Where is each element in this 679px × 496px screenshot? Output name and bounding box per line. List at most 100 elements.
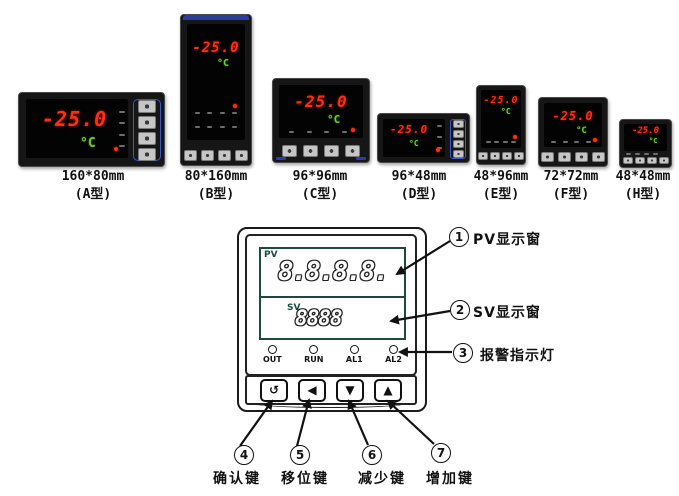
al1-label: AL1 [345, 355, 363, 364]
key-icon [452, 140, 464, 148]
indicator-al2: AL2 [385, 343, 402, 369]
device-b-pv-value: -25.0 [192, 40, 240, 56]
device-type-label: (B型) [197, 187, 235, 202]
alarm-led [513, 135, 517, 139]
callout-5-circle: 5 [290, 445, 310, 465]
key-icon [452, 120, 464, 128]
device-h-label: 48*48mm (H型) [581, 168, 679, 204]
front-panel-diagram: PV 8.8.8.8. SV 8888 OUT RUN AL1 AL2 [237, 227, 427, 412]
device-type-label: (H型) [624, 187, 662, 202]
indicator-run: RUN [304, 343, 324, 369]
device-e-label: 48*96mm (E型) [439, 168, 563, 204]
device-c-display: -25.0 °C [279, 85, 363, 138]
device-a-label: 160*80mm (A型) [31, 168, 155, 204]
device-e-unit: °C [501, 107, 511, 116]
device-e-pv-value: -25.0 [483, 95, 519, 106]
device-type-label: (F型) [552, 187, 590, 202]
device-size-label: 48*48mm [615, 169, 671, 184]
key-icon [490, 152, 500, 160]
device-photo-a: -25.0 °C [18, 92, 165, 167]
callout-2-label: SV显示窗 [473, 305, 541, 321]
callout-6-label: 减少键 [358, 471, 406, 487]
device-f-key-row [541, 152, 605, 162]
key-icon [558, 152, 571, 162]
key-icon [502, 152, 512, 160]
device-c-label: 96*96mm (C型) [258, 168, 382, 204]
alarm-led [351, 128, 355, 132]
indicator-marks [119, 111, 125, 147]
shift-key-icon: ◀ [298, 378, 326, 402]
device-type-label: (A型) [74, 187, 112, 202]
device-d-pv-value: -25.0 [390, 123, 429, 136]
key-icon [541, 152, 554, 162]
key-icon [514, 152, 524, 160]
indicator-marks [195, 126, 237, 128]
sv-digits: 8888 [295, 306, 343, 330]
indicator-marks [486, 141, 516, 143]
device-f-pv-value: -25.0 [552, 109, 594, 123]
device-photo-f: -25.0 °C [538, 97, 608, 167]
pv-digits: 8.8.8.8. [277, 257, 389, 287]
key-icon [646, 157, 657, 164]
alarm-led [233, 104, 237, 108]
indicator-out: OUT [263, 343, 282, 369]
device-d-display: -25.0 °C [383, 119, 445, 157]
callout-7-label: 增加键 [426, 471, 474, 487]
device-size-label: 72*72mm [543, 169, 599, 184]
key-icon [218, 150, 231, 161]
alarm-led [593, 138, 597, 142]
device-h-display: -25.0 °C [624, 124, 667, 151]
al1-led-icon [349, 345, 359, 354]
device-photo-b: -25.0 °C [180, 14, 252, 166]
key-icon [324, 145, 339, 157]
device-type-label: (D型) [400, 187, 438, 202]
callout-3-label: 报警指示灯 [480, 348, 555, 364]
callout-1-label: PV显示窗 [473, 232, 542, 248]
device-a-pv-value: -25.0 [42, 107, 108, 131]
key-icon [478, 152, 488, 160]
key-icon [235, 150, 248, 161]
indicator-marks [195, 112, 237, 114]
device-b-display: -25.0 °C [187, 24, 245, 140]
indicator-marks [437, 125, 442, 149]
device-size-label: 80*160mm [184, 169, 248, 184]
callout-5-label: 移位键 [281, 471, 329, 487]
device-c-key-row [279, 145, 363, 157]
key-icon [138, 147, 156, 161]
device-c-unit: °C [327, 113, 341, 126]
device-e-display: -25.0 °C [481, 90, 521, 148]
al2-led-icon [389, 345, 399, 354]
device-c-pv-value: -25.0 [294, 92, 348, 111]
alarm-led [114, 147, 118, 151]
device-h-key-row [622, 157, 669, 164]
pv-label: PV [264, 250, 278, 260]
device-h-unit: °C [649, 137, 658, 145]
key-icon [345, 145, 360, 157]
callout-4-label: 确认键 [213, 471, 261, 487]
device-size-label: 96*48mm [391, 169, 447, 184]
key-icon [452, 150, 464, 158]
run-label: RUN [304, 355, 324, 364]
callout-4-circle: 4 [234, 445, 254, 465]
device-photo-d: -25.0 °C [377, 113, 470, 163]
key-icon [658, 157, 669, 164]
device-photo-h: -25.0 °C [619, 119, 672, 168]
callout-2-circle: 2 [450, 300, 470, 320]
key-icon [592, 152, 605, 162]
device-h-pv-value: -25.0 [631, 126, 660, 136]
key-icon [622, 157, 633, 164]
indicator-marks [551, 141, 591, 143]
indicator-marks [289, 131, 347, 133]
indicator-al1: AL1 [346, 343, 363, 369]
key-icon [138, 115, 156, 129]
device-b-unit: °C [217, 58, 230, 69]
device-b-key-row [184, 150, 248, 161]
device-d-key-strip [450, 119, 466, 159]
device-size-label: 48*96mm [473, 169, 529, 184]
sv-display-window: SV 8888 [259, 298, 406, 340]
device-a-key-strip [133, 99, 161, 161]
device-d-unit: °C [409, 139, 419, 148]
callout-1-circle: 1 [449, 227, 469, 247]
device-f-label: 72*72mm (F型) [509, 168, 633, 204]
